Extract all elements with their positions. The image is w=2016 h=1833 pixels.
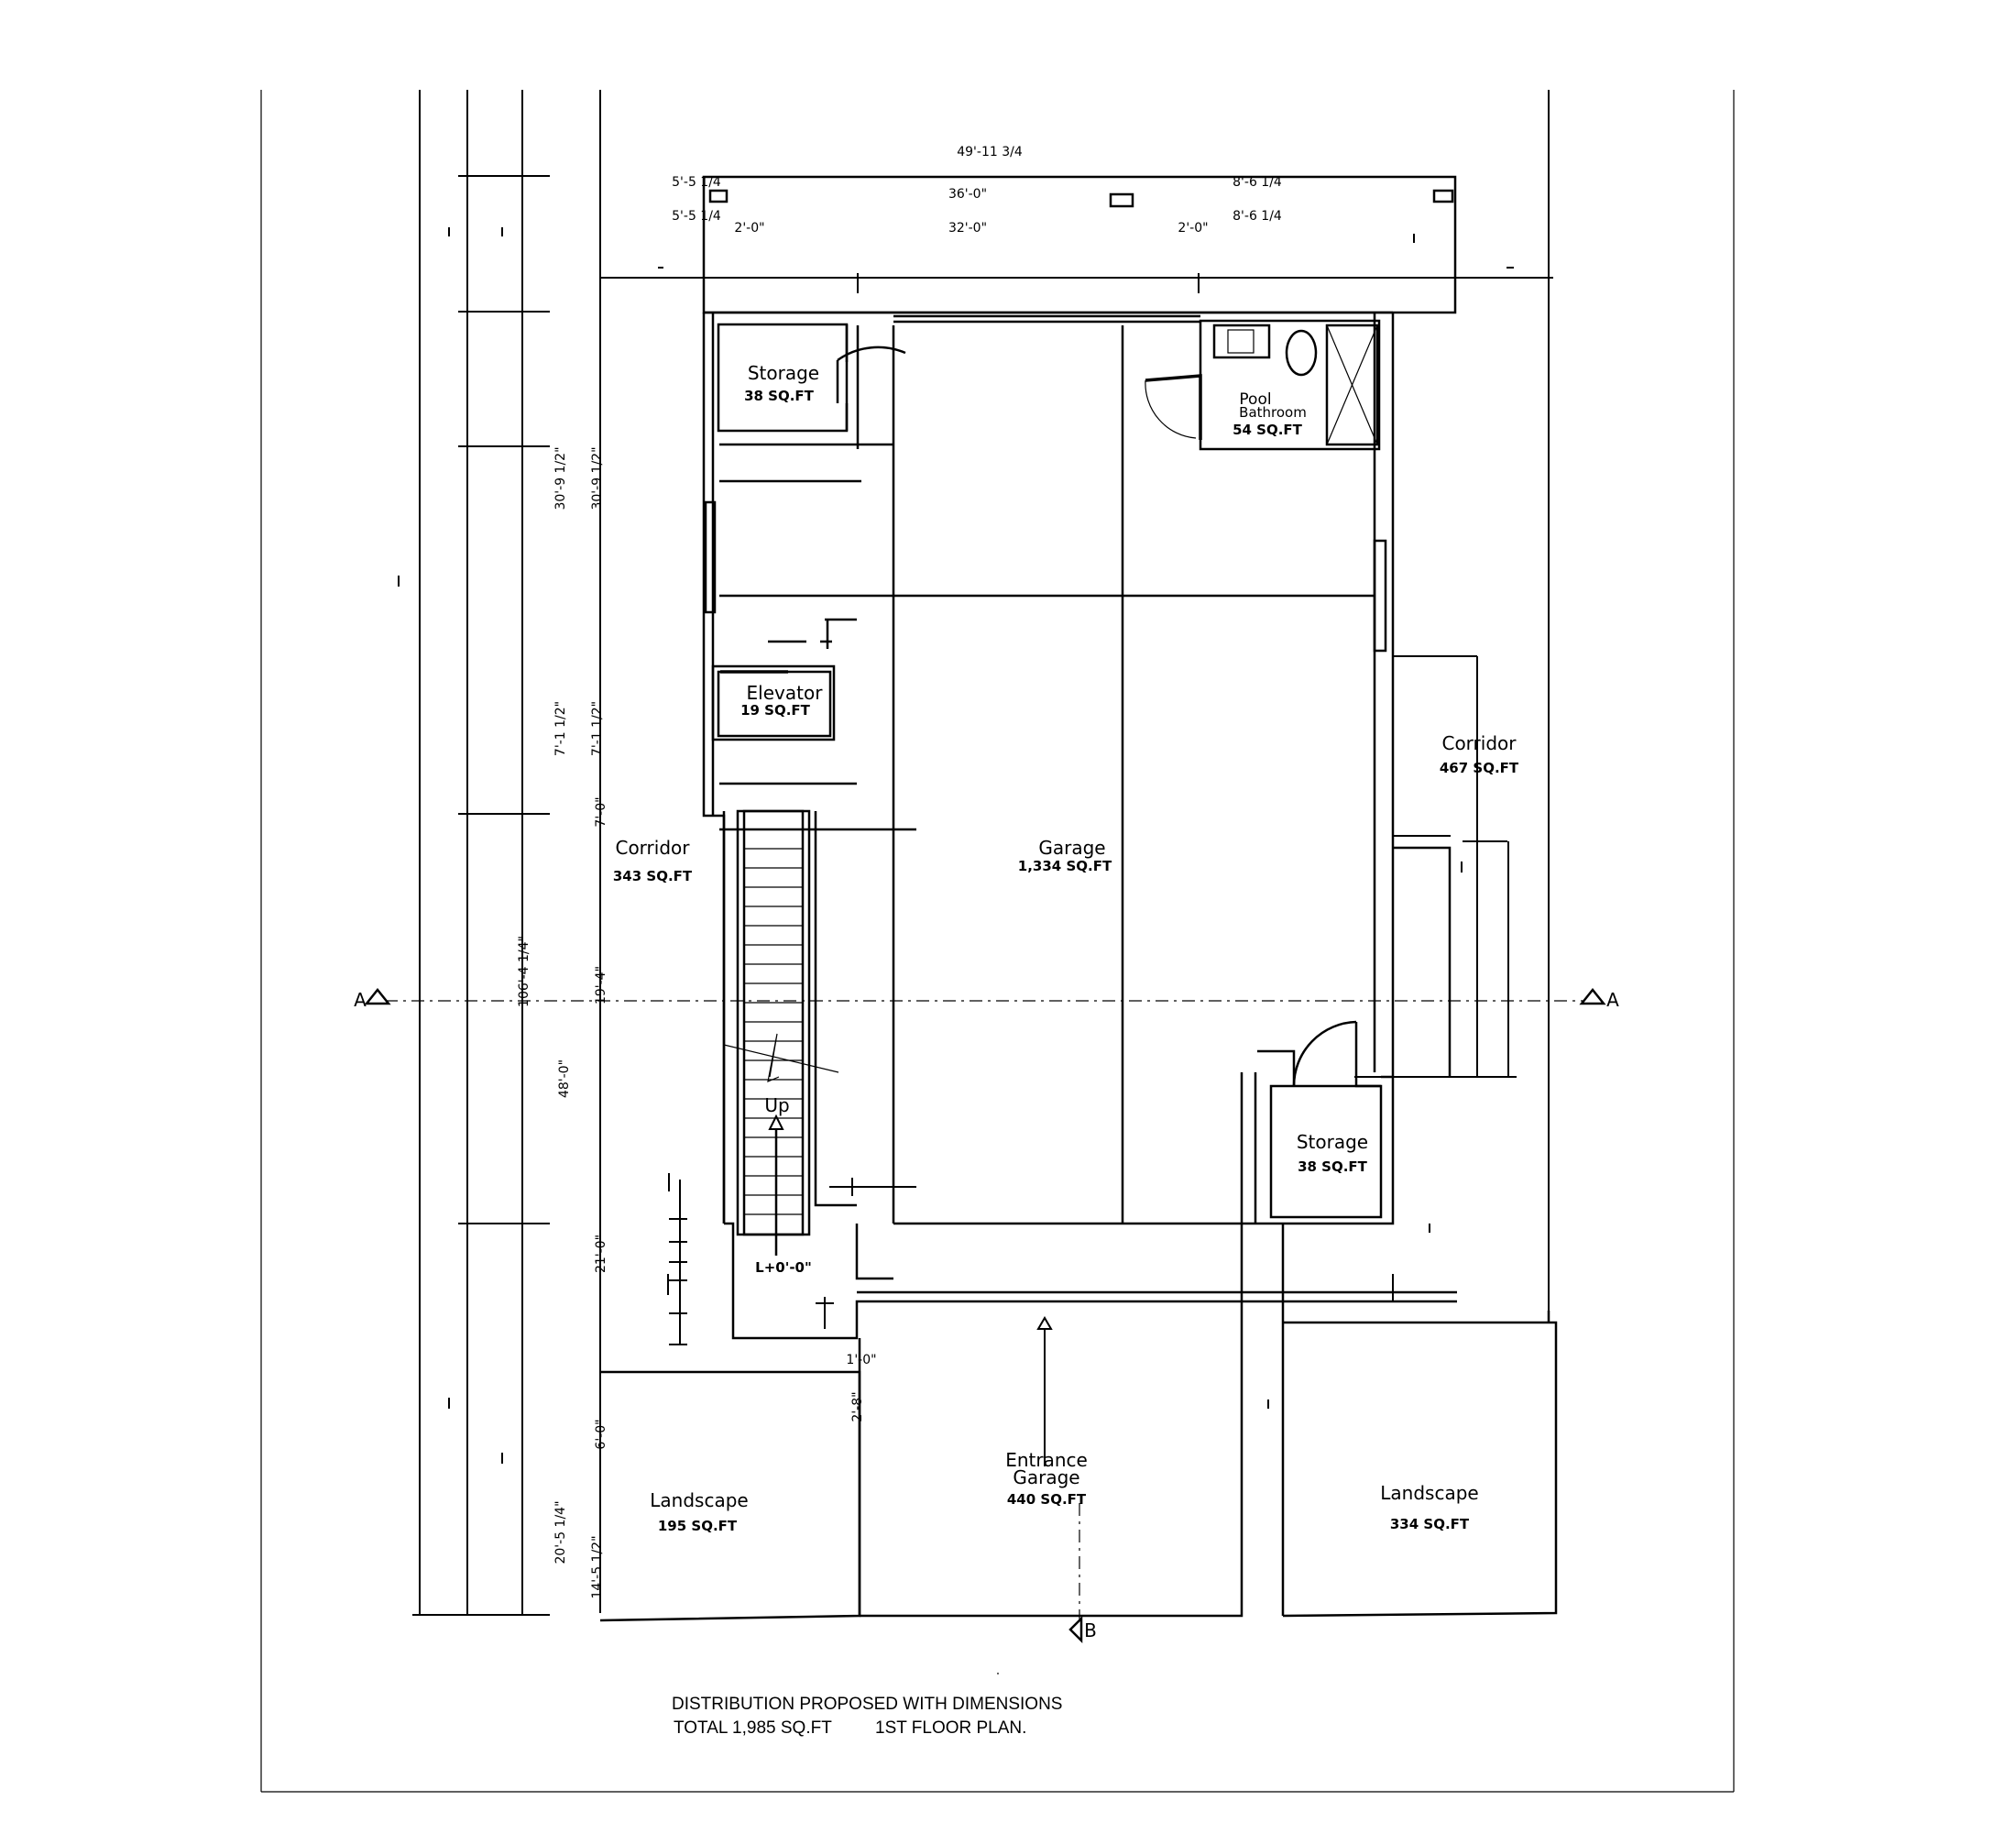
pool-bathroom-label-line1: Pool: [1239, 390, 1271, 409]
dim-top-right-1: 8'-6 1/4: [1233, 175, 1282, 190]
elevator-area: 19 SQ.FT: [740, 702, 811, 719]
caption-total: TOTAL 1,985 SQ.FT: [674, 1718, 832, 1738]
dim-wall-left: 2'-0": [734, 221, 764, 236]
caption-line1: DISTRIBUTION PROPOSED WITH DIMENSIONS: [672, 1695, 1062, 1714]
sheet-border: [260, 90, 1735, 1793]
corridor-right-label: Corridor: [1441, 732, 1517, 754]
dim-left-7a: 7'-1 1/2": [553, 701, 568, 756]
stairs-direction-label: Up: [764, 1094, 789, 1116]
dim-left-7b: 7'-1 1/2": [590, 701, 605, 756]
dim-top-left-1: 5'-5 1/4: [672, 175, 721, 190]
exterior-blocks: [599, 1173, 1558, 1622]
dim-left-19: 19'-4": [594, 966, 608, 1004]
entrance-garage-area: 440 SQ.FT: [1007, 1491, 1087, 1508]
dim-top-center-2: 32'-0": [948, 221, 987, 236]
elevator-label: Elevator: [747, 682, 824, 704]
corridor-left-label: Corridor: [615, 837, 690, 859]
dim-left-20: 20'-5 1/4": [553, 1500, 568, 1564]
storage-top-room: [717, 323, 906, 449]
dim-left-30a: 30'-9 1/2": [553, 446, 568, 510]
dim-entrance-offset: 1'-0": [846, 1353, 876, 1367]
dim-left-30b: 30'-9 1/2": [590, 446, 605, 510]
landscape-right-area: 334 SQ.FT: [1390, 1516, 1470, 1532]
storage-top-area: 38 SQ.FT: [744, 388, 815, 404]
caption-plan-name: 1ST FLOOR PLAN.: [875, 1718, 1026, 1738]
dim-entrance-depth: 2'-8": [850, 1391, 865, 1421]
section-marker-a-right: A: [1606, 989, 1619, 1011]
dim-top-right-2: 8'-6 1/4: [1233, 209, 1282, 224]
dim-top-left-2: 5'-5 1/4: [672, 209, 721, 224]
storage-top-label: Storage: [748, 362, 819, 384]
section-line-b: [1068, 1503, 1083, 1644]
corridor-left-area: 343 SQ.FT: [613, 868, 693, 884]
section-marker-a-left: A: [354, 989, 367, 1011]
corridor-right-area: 467 SQ.FT: [1440, 760, 1519, 776]
dim-left-7c: 7'-0": [594, 796, 608, 827]
building-walls: [702, 311, 1457, 1340]
landscape-left-label: Landscape: [650, 1489, 748, 1511]
dim-left-14: 14'-5 1/2": [590, 1535, 605, 1598]
garage-area: 1,334 SQ.FT: [1018, 858, 1112, 874]
stairs-level-label: L+0'-0": [755, 1259, 812, 1276]
entrance-garage-label-line1: Entrance: [1005, 1449, 1088, 1471]
dim-wall-right: 2'-0": [1178, 221, 1208, 236]
dim-overall-width: 49'-11 3/4: [957, 145, 1023, 159]
elevator-shaft: [711, 618, 857, 741]
dim-left-21: 21'-0": [594, 1235, 608, 1273]
dim-left-6: 6'-0": [594, 1419, 608, 1449]
storage-bottom-area: 38 SQ.FT: [1298, 1158, 1368, 1175]
section-line-a: [364, 987, 1606, 1005]
storage-bottom-room: [1240, 1020, 1393, 1224]
pool-bathroom-label-line2: Bathroom: [1239, 404, 1307, 421]
dim-top-center-1: 36'-0": [948, 187, 987, 202]
staircase: [722, 809, 857, 1256]
garage-label: Garage: [1038, 837, 1105, 859]
pool-bathroom-room: [1145, 319, 1381, 451]
dim-overall-height: 106'-4 1/4": [517, 936, 531, 1007]
section-marker-b: B: [1084, 1619, 1097, 1641]
top-beam: [600, 175, 1553, 314]
dim-left-48: 48'-0": [557, 1059, 572, 1098]
storage-bottom-label: Storage: [1297, 1131, 1368, 1153]
entrance-garage-label-line2: Garage: [1013, 1466, 1079, 1488]
pool-bathroom-area: 54 SQ.FT: [1233, 422, 1303, 438]
left-dimension-lines: [398, 90, 1550, 1616]
landscape-left-area: 195 SQ.FT: [658, 1518, 738, 1534]
landscape-right-label: Landscape: [1380, 1482, 1478, 1504]
